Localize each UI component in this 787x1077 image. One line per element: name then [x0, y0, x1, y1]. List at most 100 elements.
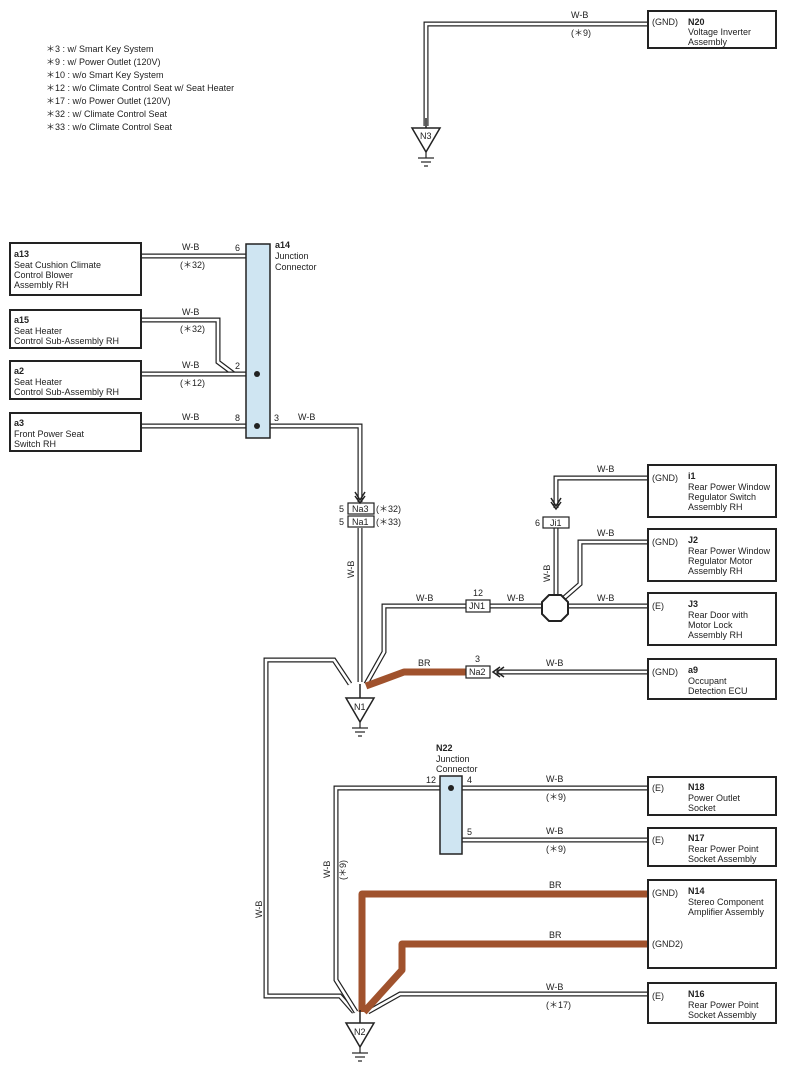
component-n18: (E) N18 Power Outlet Socket	[647, 776, 777, 816]
br-wire-n14-gnd2	[361, 940, 648, 1015]
a2-line2: Control Sub-Assembly RH	[14, 387, 119, 397]
n14-pin: (GND)	[652, 888, 678, 898]
n18-pin: (E)	[652, 783, 664, 793]
wire-condition-label: (＊32)	[180, 324, 205, 334]
ground-n1: N1	[344, 697, 376, 737]
n17-line1: Rear Power Point	[688, 844, 759, 854]
a3-code: a3	[14, 418, 24, 428]
component-a13: a13 Seat Cushion Climate Control Blower …	[9, 242, 142, 296]
j3-code: J3	[688, 599, 698, 609]
component-a9: (GND) a9 Occupant Detection ECU	[647, 658, 777, 700]
j3-line3: Assembly RH	[688, 630, 743, 640]
n14-pin2: (GND2)	[652, 939, 683, 949]
n14-line2: Amplifier Assembly	[688, 907, 765, 917]
n17-line2: Socket Assembly	[688, 854, 757, 864]
pin-number: 2	[235, 361, 240, 371]
wire-color-label: W-B	[182, 242, 199, 252]
note-9: ＊9 : w/ Power Outlet (120V)	[46, 57, 161, 67]
wire-condition-label: (＊12)	[180, 378, 205, 388]
component-n16: (E) N16 Rear Power Point Socket Assembly	[647, 982, 777, 1024]
wire-color-label: W-B	[182, 412, 199, 422]
wire-condition-label: (＊9)	[571, 28, 591, 38]
a15-line2: Control Sub-Assembly RH	[14, 336, 119, 346]
a14-junction-connector	[245, 243, 271, 439]
n22-line2: Connector	[436, 764, 478, 774]
component-j3: (E) J3 Rear Door with Motor Lock Assembl…	[647, 592, 777, 646]
a3-line2: Switch RH	[14, 439, 56, 449]
component-n20: (GND) N20 Voltage Inverter Assembly	[647, 10, 777, 49]
component-j2: (GND) J2 Rear Power Window Regulator Mot…	[647, 528, 777, 582]
wire-color-label: W-B	[346, 561, 356, 578]
pin-number: 12	[426, 775, 436, 785]
wire-color-label: W-B	[546, 774, 563, 784]
wire-color-label: W-B	[507, 593, 524, 603]
j3-line2: Motor Lock	[688, 620, 733, 630]
na2-label: Na2	[469, 667, 486, 677]
n20-pin: (GND)	[652, 17, 678, 27]
j2-pin: (GND)	[652, 537, 678, 547]
pin-number: 6	[235, 243, 240, 253]
component-a2: a2 Seat Heater Control Sub-Assembly RH	[9, 360, 142, 400]
wire-labels: W-B (＊9) W-B (＊32) W-B (＊32) W-B (＊12) W…	[180, 10, 614, 1010]
i1-line2: Regulator Switch	[688, 492, 756, 502]
wire-color-label: BR	[549, 930, 562, 940]
component-a15: a15 Seat Heater Control Sub-Assembly RH	[9, 309, 142, 349]
a15-code: a15	[14, 315, 29, 325]
n17-pin: (E)	[652, 835, 664, 845]
j3-line1: Rear Door with	[688, 610, 748, 620]
n14-code: N14	[688, 886, 705, 896]
n3-label: N3	[420, 131, 432, 141]
ji1-label: Ji1	[550, 518, 562, 528]
ground-n3: N3	[410, 127, 442, 167]
wire-color-label: W-B	[182, 360, 199, 370]
pin-number: 4	[467, 775, 472, 785]
n2-label: N2	[354, 1027, 366, 1037]
junction-internal-lines	[246, 255, 462, 841]
pin-number: 5	[339, 504, 344, 514]
n18-code: N18	[688, 782, 705, 792]
note-3: ＊3 : w/ Smart Key System	[46, 44, 154, 54]
wire-color-label: W-B	[571, 10, 588, 20]
wire-color-label: W-B	[542, 565, 552, 582]
wire-color-label: BR	[418, 658, 431, 668]
j2-line2: Regulator Motor	[688, 556, 753, 566]
i1-line3: Assembly RH	[688, 502, 743, 512]
ground-n2: N2	[344, 1022, 376, 1062]
splice-point	[541, 594, 569, 622]
a2-code: a2	[14, 366, 24, 376]
jn1-connector	[465, 599, 491, 613]
a13-line3: Assembly RH	[14, 280, 69, 290]
wire-color-label: W-B	[254, 901, 264, 918]
note-10: ＊10 : w/o Smart Key System	[46, 70, 164, 80]
pin-number: 5	[339, 517, 344, 527]
pin-numbers: 6 2 8 3 5 5 6 12 3 12 4 5	[235, 243, 540, 837]
i1-code: i1	[688, 471, 696, 481]
pin-number: 3	[475, 654, 480, 664]
n16-code: N16	[688, 989, 705, 999]
wire-condition-label: (＊17)	[546, 1000, 571, 1010]
a2-line1: Seat Heater	[14, 377, 62, 387]
pin-number: 3	[274, 413, 279, 423]
component-n14: (GND) (GND2) N14 Stereo Component Amplif…	[647, 879, 777, 969]
wire-condition-label: (＊33)	[376, 517, 401, 527]
ji1-connector	[542, 516, 570, 529]
note-12: ＊12 : w/o Climate Control Seat w/ Seat H…	[46, 83, 234, 93]
wire-color-label: W-B	[416, 593, 433, 603]
i1-pin: (GND)	[652, 473, 678, 483]
br-wire-n14-gnd	[358, 890, 648, 1012]
n22-line1: Junction	[436, 754, 470, 764]
n16-pin: (E)	[652, 991, 664, 1001]
n17-code: N17	[688, 833, 705, 843]
na2-connector	[465, 665, 491, 679]
component-i1: (GND) i1 Rear Power Window Regulator Swi…	[647, 464, 777, 518]
wire-color-label: W-B	[182, 307, 199, 317]
wire-condition-label: (＊9)	[546, 792, 566, 802]
a14-line2: Connector	[275, 262, 317, 272]
small-connectors: Na3 Na1 Ji1 JN1 Na2	[347, 502, 570, 679]
component-n17: (E) N17 Rear Power Point Socket Assembly	[647, 827, 777, 867]
wire-color-label: W-B	[597, 593, 614, 603]
n18-line2: Socket	[688, 803, 716, 813]
wire-condition-label: (＊9)	[546, 844, 566, 854]
n16-line2: Socket Assembly	[688, 1010, 757, 1020]
br-wire-a9-n1	[364, 668, 466, 690]
